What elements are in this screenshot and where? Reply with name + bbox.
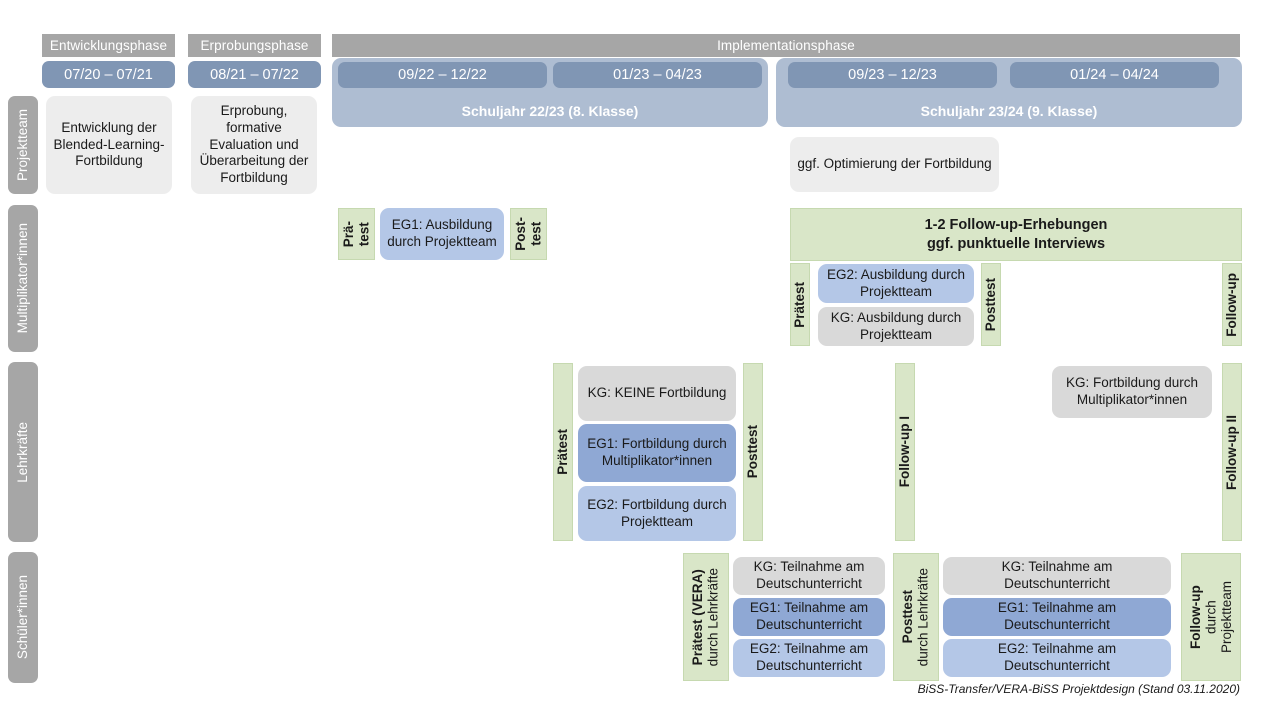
card-optimierung-fortbildung[interactable]: ggf. Optimierung der Fortbildung <box>790 137 999 192</box>
card-label: EG2: Teilnahme am Deutschunterricht <box>997 641 1117 673</box>
phase-header-entwicklung: Entwicklungsphase <box>42 34 175 57</box>
card-label: EG1: Teilnahme am Deutschunterricht <box>997 600 1117 632</box>
followup-label: Follow-up II <box>1224 414 1240 490</box>
followup-1-lehrkraefte[interactable]: Follow-up I <box>895 363 915 541</box>
date-pill-0123-0423: 01/23 – 04/23 <box>553 62 762 88</box>
date-pill-0720-0721: 07/20 – 07/21 <box>42 61 175 88</box>
followup-banner-label: 1-2 Follow-up-Erhebungen ggf. punktuelle… <box>924 216 1108 252</box>
followup-multiplikatoren-right[interactable]: Follow-up <box>1222 263 1242 346</box>
card-eg2-fortbildung-projektteam[interactable]: EG2: Fortbildung durch Projektteam <box>578 486 736 541</box>
posttest-label: Posttest <box>983 277 999 332</box>
posttest-label: Post-test <box>512 217 544 251</box>
card-kg-teilnahme-deutsch-right[interactable]: KG: Teilnahme am Deutschunterricht <box>943 557 1171 595</box>
sidebar-item-projektteam[interactable]: Projektteam <box>8 96 38 194</box>
date-pill-label: 09/23 – 12/23 <box>848 67 937 83</box>
pretest-label: Prä-test <box>340 220 372 248</box>
date-pill-label: 01/23 – 04/23 <box>613 67 702 83</box>
sidebar-item-schueler[interactable]: Schüler*innen <box>8 552 38 683</box>
pretest-label: Prätest (VERA)durch Lehrkräfte <box>690 567 721 667</box>
card-eg1-ausbildung-projektteam[interactable]: EG1: Ausbildung durch Projektteam <box>380 208 504 260</box>
card-eg1-teilnahme-deutsch-right[interactable]: EG1: Teilnahme am Deutschunterricht <box>943 598 1171 636</box>
pretest-multiplikatoren-right[interactable]: Prätest <box>790 263 810 346</box>
date-pill-label: 01/24 – 04/24 <box>1070 67 1159 83</box>
card-label: KG: Fortbildung durch Multiplikator*inne… <box>1065 375 1199 407</box>
card-label: KG: Teilnahme am Deutschunterricht <box>753 559 865 591</box>
card-label: EG2: Fortbildung durch Projektteam <box>587 496 727 529</box>
card-kg-teilnahme-deutsch-left[interactable]: KG: Teilnahme am Deutschunterricht <box>733 557 885 595</box>
posttest-multiplikatoren-left[interactable]: Post-test <box>510 208 547 260</box>
school-year-label: Schuljahr 23/24 (9. Klasse) <box>920 103 1098 119</box>
date-pill-0124-0424: 01/24 – 04/24 <box>1010 62 1219 88</box>
card-label: ggf. Optimierung der Fortbildung <box>797 156 992 172</box>
sidebar-item-multiplikatoren[interactable]: Multiplikator*innen <box>8 205 38 352</box>
card-label: EG2: Ausbildung durch Projektteam <box>826 266 966 299</box>
pretest-lehrkraefte[interactable]: Prätest <box>553 363 573 541</box>
phase-header-implementation: Implementationsphase <box>332 34 1240 57</box>
phase-header-label: Implementationsphase <box>717 38 855 53</box>
card-kg-fortbildung-multiplikatoren[interactable]: KG: Fortbildung durch Multiplikator*inne… <box>1052 366 1212 418</box>
followup-label: Follow-up <box>1224 272 1240 337</box>
card-label: EG1: Fortbildung durch Multiplikator*inn… <box>587 436 727 468</box>
footer-text: BiSS-Transfer/VERA-BiSS Projektdesign (S… <box>917 682 1240 696</box>
card-eg2-teilnahme-deutsch-right[interactable]: EG2: Teilnahme am Deutschunterricht <box>943 639 1171 677</box>
pretest-vera-schueler[interactable]: Prätest (VERA)durch Lehrkräfte <box>683 553 729 681</box>
date-pill-label: 08/21 – 07/22 <box>210 66 299 83</box>
card-kg-ausbildung-projektteam[interactable]: KG: Ausbildung durch Projektteam <box>818 307 974 346</box>
date-pill-0922-1222: 09/22 – 12/22 <box>338 62 547 88</box>
sidebar-item-label: Lehrkräfte <box>15 421 31 483</box>
card-label: EG2: Teilnahme am Deutschunterricht <box>749 641 869 673</box>
card-eg2-ausbildung-projektteam[interactable]: EG2: Ausbildung durch Projektteam <box>818 264 974 303</box>
card-label: Entwicklung der Blended-Learning-Fortbil… <box>53 119 165 169</box>
pretest-label: Prätest <box>555 429 571 475</box>
date-pill-label: 07/20 – 07/21 <box>64 66 153 83</box>
sidebar-item-lehrkraefte[interactable]: Lehrkräfte <box>8 362 38 542</box>
card-label: EG1: Teilnahme am Deutschunterricht <box>749 600 869 632</box>
date-pill-0923-1223: 09/23 – 12/23 <box>788 62 997 88</box>
posttest-label: Posttest <box>745 425 761 479</box>
sidebar-item-label: Schüler*innen <box>15 575 31 660</box>
card-kg-keine-fortbildung[interactable]: KG: KEINE Fortbildung <box>578 366 736 421</box>
card-eg1-fortbildung-multiplikatoren[interactable]: EG1: Fortbildung durch Multiplikator*inn… <box>578 424 736 482</box>
sidebar-item-label: Projektteam <box>15 108 31 182</box>
pretest-multiplikatoren-left[interactable]: Prä-test <box>338 208 375 260</box>
card-erprobung-evaluation[interactable]: Erprobung, formative Evaluation und Über… <box>191 96 317 194</box>
card-eg2-teilnahme-deutsch-left[interactable]: EG2: Teilnahme am Deutschunterricht <box>733 639 885 677</box>
card-eg1-teilnahme-deutsch-left[interactable]: EG1: Teilnahme am Deutschunterricht <box>733 598 885 636</box>
card-label: KG: Teilnahme am Deutschunterricht <box>1001 559 1113 591</box>
followup-label: Follow-up I <box>897 416 913 488</box>
followup-erhebungen-banner[interactable]: 1-2 Follow-up-Erhebungen ggf. punktuelle… <box>790 208 1242 261</box>
card-label: KG: KEINE Fortbildung <box>587 385 727 401</box>
phase-header-label: Erprobungsphase <box>200 38 309 53</box>
posttest-lehrkraefte[interactable]: Posttest <box>743 363 763 541</box>
card-entwicklung-fortbildung[interactable]: Entwicklung der Blended-Learning-Fortbil… <box>46 96 172 194</box>
date-pill-0821-0722: 08/21 – 07/22 <box>188 61 321 88</box>
phase-header-label: Entwicklungsphase <box>49 38 168 53</box>
sidebar-item-label: Multiplikator*innen <box>15 223 31 334</box>
card-label: Erprobung, formative Evaluation und Über… <box>199 102 309 186</box>
card-label: KG: Ausbildung durch Projektteam <box>830 309 962 342</box>
card-label: EG1: Ausbildung durch Projektteam <box>387 217 497 249</box>
footer-caption: BiSS-Transfer/VERA-BiSS Projektdesign (S… <box>800 682 1240 696</box>
posttest-multiplikatoren-right[interactable]: Posttest <box>981 263 1001 346</box>
school-year-label: Schuljahr 22/23 (8. Klasse) <box>461 103 639 119</box>
followup-2-lehrkraefte[interactable]: Follow-up II <box>1222 363 1242 541</box>
date-pill-label: 09/22 – 12/22 <box>398 67 487 83</box>
phase-header-erprobung: Erprobungsphase <box>188 34 321 57</box>
pretest-label: Prätest <box>792 281 808 328</box>
